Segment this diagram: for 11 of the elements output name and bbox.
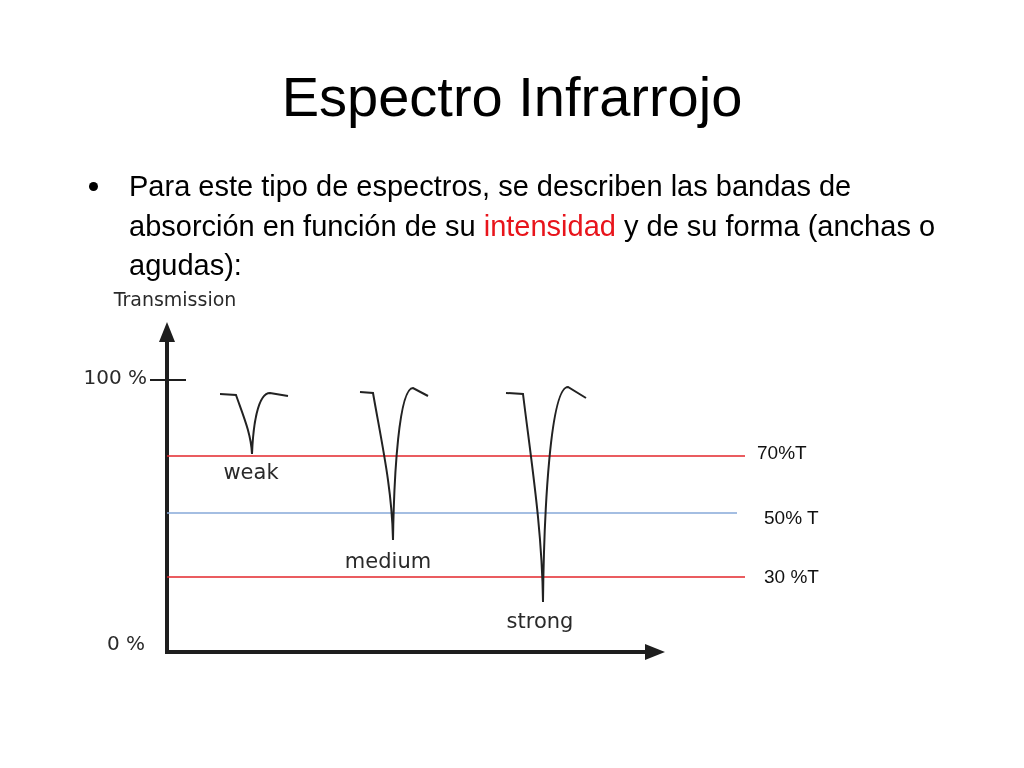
axis-title: Transmission [113, 287, 237, 311]
slide-title: Espectro Infrarrojo [281, 64, 743, 131]
band-label: medium [344, 549, 432, 575]
body-text: Para este tipo de espectros, se describen las bandas de absorción en función de su intensidad y de su forma (anchas o agudas): [129, 169, 937, 283]
reference-line-label: 50% T [764, 506, 819, 530]
band-label: strong [506, 609, 574, 635]
reference-line-label: 30 %T [764, 565, 819, 589]
reference-line-label: 70%T [757, 441, 807, 465]
axis-tick-label: 100 % [83, 365, 147, 389]
axis-tick-label: 0 % [107, 631, 146, 655]
band-label: weak [223, 460, 279, 486]
